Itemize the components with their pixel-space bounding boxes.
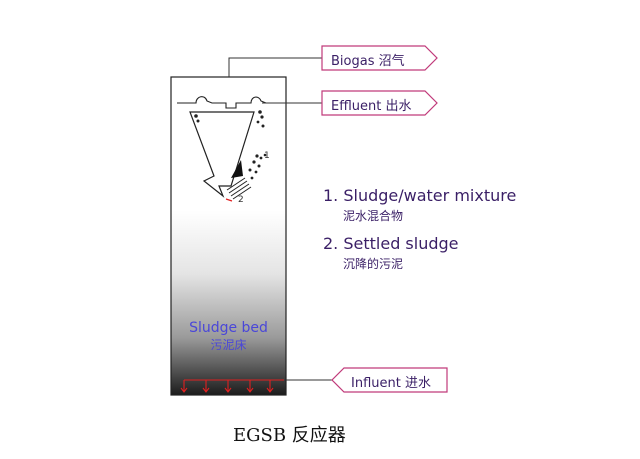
sludge-bed-en: Sludge bed [189, 320, 268, 336]
influent-callout [331, 367, 448, 393]
settled-arrow [225, 198, 233, 202]
legend-item-2: 2. Settled sludge 沉降的污泥 [323, 234, 459, 272]
legend-item-1: 1. Sludge/water mixture 泥水混合物 [323, 186, 516, 224]
legend-item-2-en: 2. Settled sludge [323, 234, 459, 253]
influent-distributor [180, 379, 284, 393]
sludge-bed-label: Sludge bed 污泥床 [171, 320, 286, 353]
legend-item-2-zh: 沉降的污泥 [343, 257, 404, 271]
marker-2: 2 [238, 195, 244, 205]
legend-item-1-en: 1. Sludge/water mixture [323, 186, 517, 205]
water-surface [177, 96, 286, 109]
biogas-label: Biogas 沼气 [331, 54, 405, 69]
sludge-bed-zh: 污泥床 [210, 338, 247, 352]
particles [194, 110, 267, 180]
three-phase-separator [189, 111, 255, 198]
marker-1: 1 [264, 151, 270, 161]
legend-item-1-zh: 泥水混合物 [343, 209, 404, 223]
biogas-callout [321, 45, 438, 71]
biogas-pipe [228, 57, 322, 77]
settled-sludge-streaks [226, 177, 252, 200]
effluent-label: Effluent 出水 [331, 99, 412, 114]
diagram-caption: EGSB 反应器 [233, 425, 346, 446]
separator-wedge [231, 160, 243, 178]
effluent-callout [321, 90, 438, 116]
influent-label: Influent 进水 [351, 376, 431, 391]
